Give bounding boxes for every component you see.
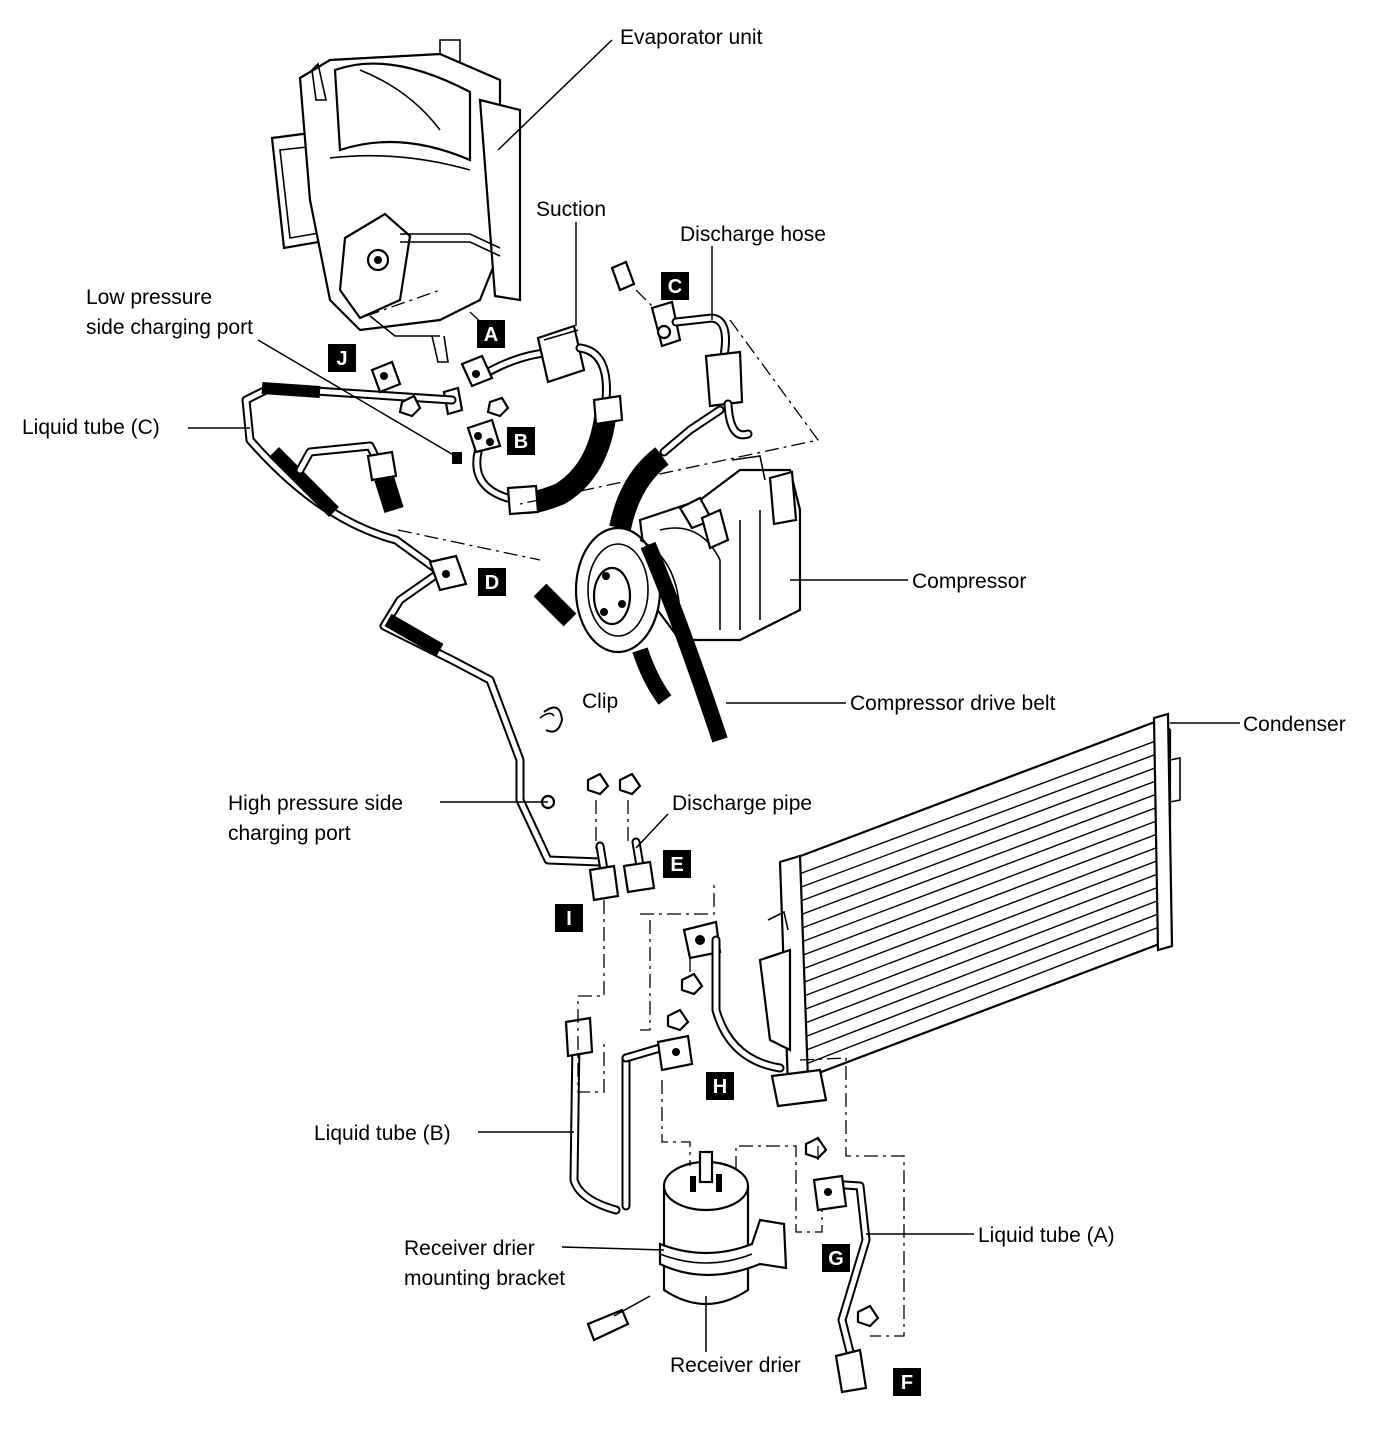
label-high-pressure-port-1: High pressure side <box>228 792 403 815</box>
condenser-fin <box>799 912 1161 1054</box>
label-condenser: Condenser <box>1243 713 1346 736</box>
connection-tags: A B C D E F G H I J <box>328 272 921 1396</box>
tag-h: H <box>706 1072 734 1100</box>
svg-text:E: E <box>670 854 683 876</box>
condenser-fin <box>799 859 1161 999</box>
svg-text:G: G <box>828 1248 844 1270</box>
assembly-lines <box>365 289 905 1337</box>
discharge-hose <box>609 260 753 531</box>
tag-f: F <box>893 1368 921 1396</box>
receiver-drier <box>586 1150 788 1342</box>
svg-text:B: B <box>514 431 528 453</box>
condenser <box>758 712 1181 1088</box>
svg-text:C: C <box>668 276 682 298</box>
condenser-fin <box>799 925 1161 1067</box>
liquid-tube-e-to-condenser <box>680 920 828 1108</box>
tag-a: A <box>477 320 505 348</box>
suction-hose <box>472 324 624 516</box>
leader-lines <box>188 39 1240 1352</box>
condenser-fin <box>799 832 1161 971</box>
label-evaporator-unit: Evaporator unit <box>620 26 763 49</box>
label-receiver-bracket-2: mounting bracket <box>404 1267 565 1290</box>
condenser-fin <box>799 872 1161 1012</box>
label-high-pressure-port-2: charging port <box>228 822 351 845</box>
liquid-tube-c <box>241 382 605 867</box>
tag-g: G <box>822 1244 850 1272</box>
label-compressor: Compressor <box>912 570 1026 593</box>
fitting-j <box>370 360 422 418</box>
svg-text:I: I <box>566 908 572 930</box>
condenser-fin <box>799 805 1161 944</box>
clip <box>539 706 564 733</box>
fitting-a <box>442 354 510 418</box>
label-discharge-pipe: Discharge pipe <box>672 792 812 815</box>
compressor <box>574 455 802 654</box>
condenser-fin <box>799 778 1161 916</box>
condenser-fin <box>799 792 1161 930</box>
condenser-fin <box>799 752 1161 889</box>
liquid-tube-b <box>564 1008 694 1215</box>
part-labels: Evaporator unit Suction Discharge hose L… <box>22 26 1346 1377</box>
label-receiver-drier: Receiver drier <box>670 1354 801 1377</box>
svg-text:F: F <box>901 1372 913 1394</box>
discharge-pipe <box>586 772 656 902</box>
svg-text:A: A <box>484 324 498 346</box>
condenser-fin <box>799 818 1161 957</box>
svg-text:H: H <box>713 1076 727 1098</box>
tag-i: I <box>555 904 583 932</box>
tag-c: C <box>661 272 689 300</box>
label-suction: Suction <box>536 198 606 221</box>
tag-j: J <box>328 344 356 372</box>
condenser-fin <box>799 765 1161 902</box>
label-low-pressure-port-2: side charging port <box>86 316 253 339</box>
svg-text:J: J <box>336 348 347 370</box>
fitting-b <box>452 418 502 464</box>
liquid-tube-a <box>804 1136 880 1394</box>
svg-text:D: D <box>485 572 499 594</box>
label-clip: Clip <box>582 690 618 713</box>
label-compressor-drive-belt: Compressor drive belt <box>850 692 1056 715</box>
label-discharge-hose: Discharge hose <box>680 223 826 246</box>
tag-d: D <box>478 568 506 596</box>
condenser-fin <box>799 738 1161 875</box>
label-liquid-tube-a: Liquid tube (A) <box>978 1224 1115 1247</box>
label-receiver-bracket-1: Receiver drier <box>404 1237 535 1260</box>
evaporator-unit <box>270 39 522 363</box>
compressor-drive-belt <box>632 541 728 743</box>
label-liquid-tube-c: Liquid tube (C) <box>22 416 160 439</box>
label-liquid-tube-b: Liquid tube (B) <box>314 1122 451 1145</box>
tag-b: B <box>507 427 535 455</box>
condenser-fin <box>799 899 1161 1040</box>
condenser-fin <box>799 845 1161 985</box>
tag-e: E <box>663 850 691 878</box>
label-low-pressure-port-1: Low pressure <box>86 286 212 309</box>
condenser-fin <box>799 885 1161 1026</box>
